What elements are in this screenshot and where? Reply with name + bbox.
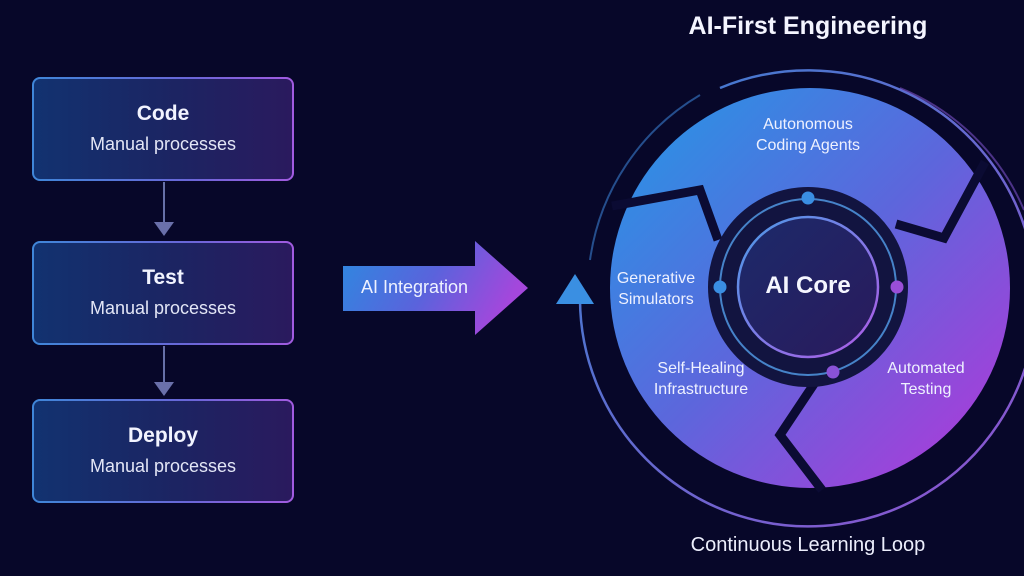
learning-loop-ring: [578, 69, 1024, 528]
core-node: [890, 280, 904, 294]
down-arrow-icon: [154, 346, 174, 398]
segment-line: Coding Agents: [755, 137, 861, 154]
stage-subtitle: Manual processes: [89, 456, 237, 476]
segment-line: Infrastructure: [653, 381, 749, 398]
segment-line: Generative: [616, 270, 696, 287]
loop-arrow-icon: [556, 274, 594, 304]
core-node: [713, 280, 727, 294]
ai-integration-label: AI Integration: [361, 277, 469, 297]
segment-label-self-healing-infrastructure: Self-Healing Infrastructure: [630, 358, 772, 400]
stage-box-test: Test Manual processes: [32, 241, 294, 345]
core-node: [826, 365, 840, 379]
stage-box-deploy: Deploy Manual processes: [32, 399, 294, 503]
segment-line: Automated: [887, 360, 965, 377]
segment-label-autonomous-coding-agents: Autonomous Coding Agents: [728, 114, 888, 156]
stage-box-code: Code Manual processes: [32, 77, 294, 181]
stage-subtitle: Manual processes: [89, 134, 237, 154]
segment-line: Simulators: [618, 291, 694, 308]
segment-label-automated-testing: Automated Testing: [866, 358, 986, 400]
right-arrow-icon: [343, 241, 528, 335]
ai-integration-arrow: AI Integration: [343, 241, 528, 336]
loop-caption: Continuous Learning Loop: [690, 534, 926, 556]
segment-label-generative-simulators: Generative Simulators: [596, 268, 716, 310]
stage-title: Test: [142, 266, 184, 289]
ai-core-label: AI Core: [765, 272, 851, 299]
segment-line: Autonomous: [763, 116, 853, 133]
down-arrow-icon: [154, 182, 174, 238]
stage-title: Deploy: [127, 424, 198, 447]
stage-subtitle: Manual processes: [89, 298, 237, 318]
ai-first-title: AI-First Engineering: [688, 12, 928, 40]
core-inner: [736, 215, 880, 359]
segment-line: Self-Healing: [657, 360, 745, 377]
stage-title: Code: [136, 102, 190, 125]
segment-line: Testing: [900, 381, 952, 398]
core-node: [801, 191, 815, 205]
